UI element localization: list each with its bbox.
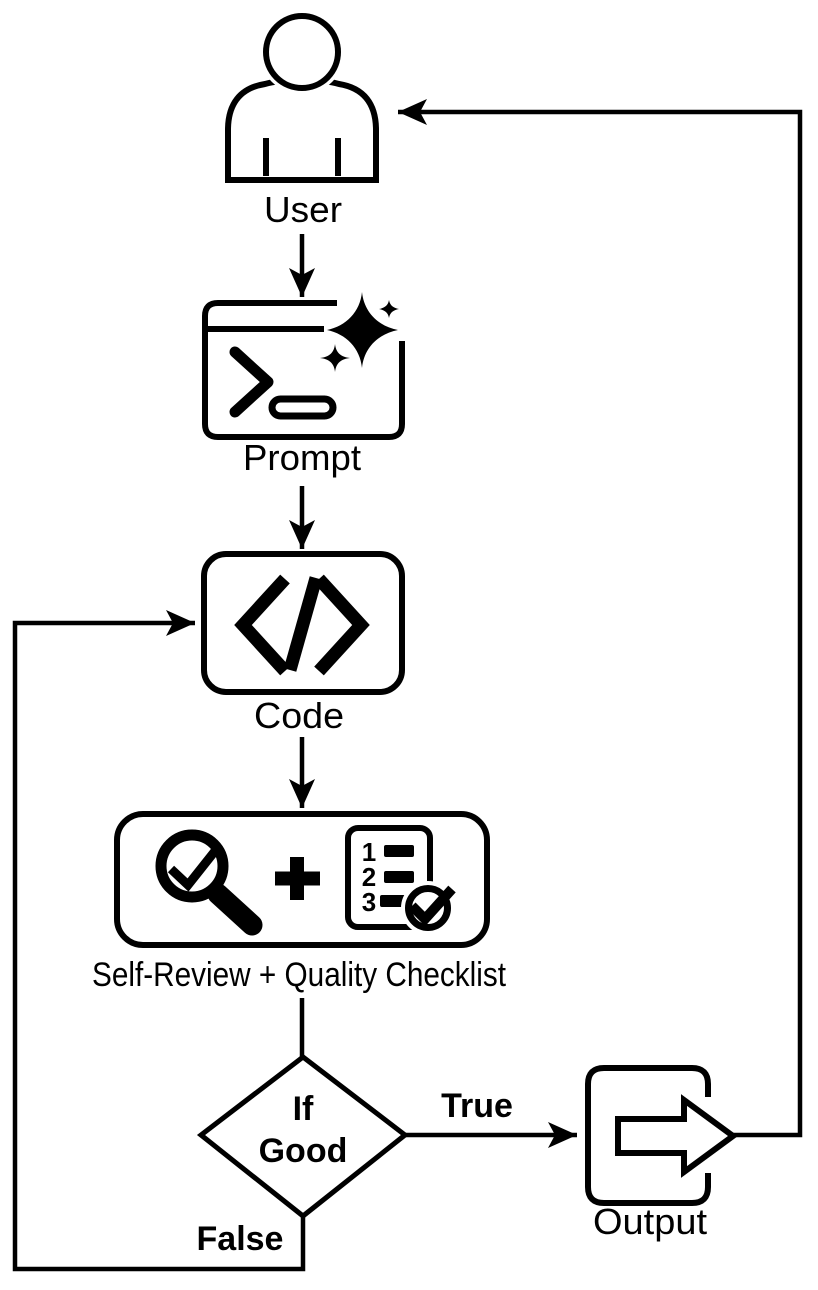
edges	[12, 99, 803, 1272]
review-label: Self-Review + Quality Checklist	[92, 956, 506, 994]
node-prompt: Prompt	[202, 291, 405, 478]
plus-icon	[275, 857, 320, 900]
decision-label-line1: If	[293, 1090, 314, 1128]
code-brackets-icon	[234, 574, 370, 676]
prompt-label: Prompt	[243, 437, 361, 478]
code-label: Code	[254, 695, 344, 736]
edge-false-decision-to-code	[12, 610, 306, 1272]
node-review: 1 2 3 Self-Review + Quality Checklist	[92, 811, 506, 994]
node-output: Output	[585, 1065, 739, 1242]
decision-label-line2: Good	[259, 1132, 348, 1170]
decision-diamond	[196, 1053, 410, 1220]
export-arrow-icon	[615, 1094, 739, 1178]
checklist-icon: 1 2 3	[345, 825, 456, 935]
false-edge-label: False	[197, 1220, 284, 1258]
checklist-number-1: 1	[362, 837, 376, 867]
node-decision: If Good	[196, 1053, 410, 1220]
user-label: User	[264, 189, 342, 230]
person-icon	[225, 9, 379, 183]
terminal-sparkle-icon	[202, 291, 405, 440]
output-box	[585, 1065, 711, 1206]
checklist-number-3: 3	[362, 887, 376, 917]
terminal-chevron-icon	[229, 346, 274, 418]
true-edge-label: True	[441, 1087, 513, 1125]
magnifier-check-icon	[155, 829, 263, 936]
node-user: User	[225, 9, 379, 230]
checklist-number-2: 2	[362, 862, 376, 892]
sparkle-icon	[319, 291, 400, 373]
terminal-underscore-icon	[268, 395, 337, 420]
node-code: Code	[201, 551, 405, 736]
output-label: Output	[593, 1201, 707, 1242]
edge-output-to-user-return	[398, 99, 803, 1138]
